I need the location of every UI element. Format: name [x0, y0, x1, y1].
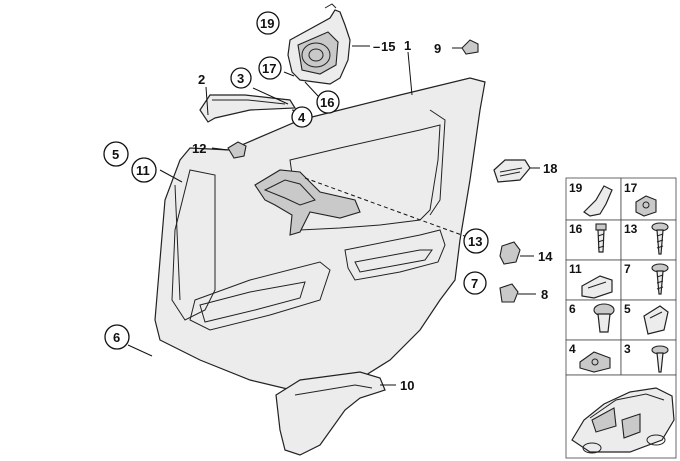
callout-15: 15 [381, 39, 395, 54]
callout-1: 1 [404, 38, 411, 53]
callout-4-circle [291, 106, 313, 128]
callout-16-circle [316, 90, 340, 114]
callout-6-circle [104, 324, 130, 350]
legend-label-4: 4 [569, 342, 576, 356]
callout-13-circle [463, 228, 489, 254]
clip-12 [227, 141, 247, 159]
callout-3: 3 [237, 71, 244, 86]
legend-clip-5-icon [643, 305, 669, 335]
callout-7-circle [463, 271, 487, 295]
callout-5-circle [103, 141, 129, 167]
cover-14 [499, 241, 521, 265]
legend-bracket-19-icon [583, 185, 613, 217]
legend-label-3: 3 [624, 342, 631, 356]
callout-3-circle [230, 67, 252, 89]
legend-springclip-11-icon [581, 275, 613, 299]
legend-clipnut-17-icon [635, 195, 657, 217]
legend-screw-7-icon [651, 263, 669, 295]
callout-2: 2 [198, 72, 205, 87]
legend-label-19: 19 [569, 181, 583, 195]
grille-18 [493, 159, 531, 183]
legend-cell-16 [565, 219, 622, 261]
dashed-connector [304, 177, 471, 239]
callouts: 1 2 3 4 5 6 7 8 9 10 11 12 13 14 – 15 16… [103, 11, 557, 393]
legend-label-17: 17 [624, 181, 638, 195]
callout-19-circle [256, 11, 280, 35]
legend-label-11: 11 [569, 262, 582, 276]
door-handle [254, 169, 361, 236]
callout-18: 18 [543, 161, 557, 176]
legend-label-5: 5 [624, 302, 631, 316]
callout-19: 19 [260, 16, 274, 31]
callout-16: 16 [320, 95, 334, 110]
callout-7: 7 [471, 276, 478, 291]
fastener-legend: 19 17 16 13 11 7 6 5 4 3 [565, 177, 677, 459]
callout-11-circle [131, 157, 157, 183]
callout-15-dash: – [373, 39, 380, 54]
callout-8: 8 [541, 287, 548, 302]
legend-label-6: 6 [569, 302, 576, 316]
callout-10: 10 [400, 378, 414, 393]
armrest-10 [275, 371, 386, 456]
legend-rivet-6-icon [593, 303, 615, 333]
callout-9: 9 [434, 41, 441, 56]
callout-4: 4 [298, 110, 306, 125]
plug-9 [461, 39, 479, 55]
cap-8 [499, 283, 519, 303]
small-bracket [199, 94, 297, 123]
legend-screw-13-icon [651, 222, 669, 255]
callout-13: 13 [468, 234, 482, 249]
callout-17: 17 [262, 61, 276, 76]
callout-6: 6 [113, 330, 120, 345]
legend-cell-3 [620, 339, 677, 376]
callout-12: 12 [192, 141, 206, 156]
door-trim-panel [154, 77, 486, 393]
legend-screw-3-icon [651, 345, 669, 373]
callout-17-circle [258, 56, 282, 80]
legend-screw-16-icon [595, 223, 607, 253]
speaker-bracket [287, 3, 351, 85]
legend-label-13: 13 [624, 222, 638, 236]
legend-clipnut-4-icon [579, 351, 611, 373]
legend-label-7: 7 [624, 262, 631, 276]
callout-5: 5 [112, 147, 119, 162]
callout-11: 11 [136, 163, 150, 178]
car-thumbnail-icon [571, 387, 675, 454]
callout-14: 14 [538, 249, 553, 264]
legend-label-16: 16 [569, 222, 583, 236]
